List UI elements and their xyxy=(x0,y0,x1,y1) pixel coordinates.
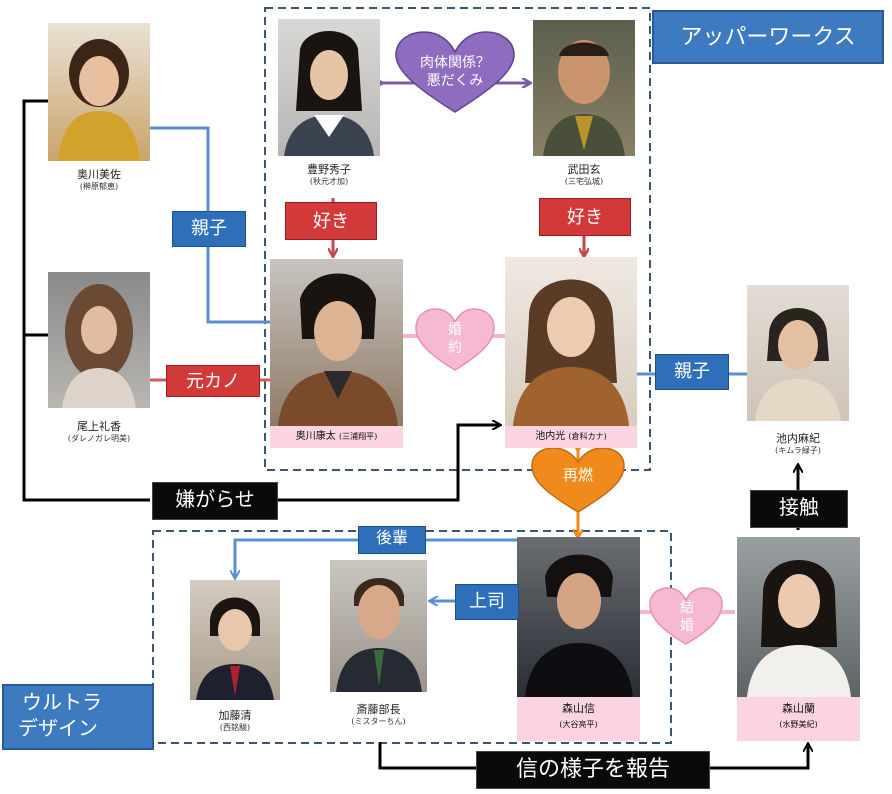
ultradesign-label-line2: デザイン xyxy=(18,718,98,740)
report-tag: 信の様子を報告 xyxy=(476,751,710,789)
kohai-tag: 後輩 xyxy=(358,526,426,554)
saito-bucho-caption: 斎藤部長 (ミスターちん) xyxy=(330,703,427,728)
moriyama-shin-photo xyxy=(517,537,640,697)
kato-kiyoshi-photo xyxy=(190,580,280,700)
konyaku-line1: 婚 xyxy=(448,321,462,337)
takeda-gen-caption: 武田玄 (三宅弘城) xyxy=(533,163,635,188)
sesshoku-tag: 接触 xyxy=(750,490,848,528)
takeda-gen-photo xyxy=(533,20,635,156)
ogami-reika-actor: (ダレノガレ明美) xyxy=(67,434,131,444)
saito-bucho-photo xyxy=(330,560,427,692)
okukawa-misa-actor: (榊原郁恵) xyxy=(79,182,119,192)
ogami-reika-photo xyxy=(48,272,150,408)
nikutai-line2: 悪だくみ xyxy=(426,72,484,88)
moriyama-shin-actor: (大谷亮平) xyxy=(559,720,598,729)
okukawa-kota-caption: 奥川康太 (三浦翔平) xyxy=(270,426,403,448)
kekkon-heart xyxy=(649,587,723,645)
ikeuchi-maki-photo xyxy=(747,285,849,421)
okukawa-misa-photo xyxy=(48,23,150,161)
ultradesign-group-box xyxy=(152,530,672,744)
kekkon-line2: 婚 xyxy=(680,617,694,633)
okukawa-misa-caption: 奥川美佐 (榊原郁恵) xyxy=(48,168,150,193)
saito-bucho-actor: (ミスターちん) xyxy=(351,717,406,727)
ikeuchi-hikari-photo xyxy=(505,257,637,426)
motokano-tag: 元カノ xyxy=(166,365,260,397)
sainen-heart xyxy=(531,447,625,513)
ogami-reika-caption: 尾上礼香 (ダレノガレ明美) xyxy=(48,420,150,445)
okukawa-kota-actor: (三浦翔平) xyxy=(338,432,378,441)
konyaku-heart xyxy=(415,308,495,371)
ikeuchi-hikari-name: 池内光 xyxy=(535,431,566,442)
ogami-reika-name: 尾上礼香 xyxy=(77,420,121,433)
okukawa-kota-name: 奥川康太 xyxy=(295,431,336,442)
nikutai-heart-text: 肉体関係？ 悪だくみ xyxy=(410,53,500,89)
oyako-tag-hikari-maki: 親子 xyxy=(655,354,729,390)
upperworks-label: アッパーワークス xyxy=(652,10,884,64)
nikutai-heart xyxy=(395,31,515,113)
takeda-gen-actor: (三宅弘城) xyxy=(564,177,604,187)
moriyama-shin-name: 森山信 xyxy=(562,702,595,715)
joshi-tag: 上司 xyxy=(455,584,519,620)
ikeuchi-maki-name: 池内麻紀 xyxy=(776,432,820,445)
takeda-gen-name: 武田玄 xyxy=(567,163,601,176)
kato-kiyoshi-actor: (西銘駿) xyxy=(219,723,251,733)
okukawa-misa-name: 奥川美佐 xyxy=(77,168,121,181)
ikeuchi-hikari-caption: 池内光 (倉科カナ) xyxy=(505,426,637,448)
toyono-hideko-name: 豊野秀子 xyxy=(307,163,351,176)
suki-tag-gen: 好き xyxy=(539,198,631,236)
toyono-hideko-actor: (秋元才加) xyxy=(309,177,349,187)
ultradesign-label-line1: ウルトラ xyxy=(22,692,102,714)
sainen-heart-text: 再燃 xyxy=(562,467,593,484)
konyaku-heart-text: 婚 約 xyxy=(443,320,467,356)
toyono-hideko-photo xyxy=(278,19,380,156)
moriyama-ran-name: 森山蘭 xyxy=(782,702,815,715)
suki-tag-hideko: 好き xyxy=(285,202,377,240)
konyaku-line2: 約 xyxy=(448,339,462,355)
moriyama-ran-caption: 森山蘭 (水野美紀) xyxy=(737,697,860,741)
moriyama-ran-actor: (水野美紀) xyxy=(779,720,818,729)
saito-bucho-name: 斎藤部長 xyxy=(356,703,401,716)
moriyama-ran-photo xyxy=(737,537,860,697)
moriyama-shin-caption: 森山信 (大谷亮平) xyxy=(517,697,640,741)
ikeuchi-maki-actor: (キムラ緑子) xyxy=(775,446,821,456)
oyako-tag-misa-kota: 親子 xyxy=(172,211,246,247)
ikeuchi-hikari-actor: (倉科カナ) xyxy=(568,432,607,441)
kekkon-line1: 結 xyxy=(680,599,694,615)
kekkon-heart-text: 結 婚 xyxy=(675,598,699,634)
okukawa-kota-photo xyxy=(270,259,403,426)
toyono-hideko-caption: 豊野秀子 (秋元才加) xyxy=(278,163,380,188)
upperworks-group-box xyxy=(264,7,651,471)
ultradesign-label: ウルトラ デザイン xyxy=(2,684,154,750)
kato-kiyoshi-name: 加藤清 xyxy=(218,709,252,722)
iyagarase-tag: 嫌がらせ xyxy=(152,482,278,520)
kato-kiyoshi-caption: 加藤清 (西銘駿) xyxy=(190,709,280,734)
ikeuchi-maki-caption: 池内麻紀 (キムラ緑子) xyxy=(747,432,849,457)
nikutai-line1: 肉体関係？ xyxy=(420,54,490,70)
